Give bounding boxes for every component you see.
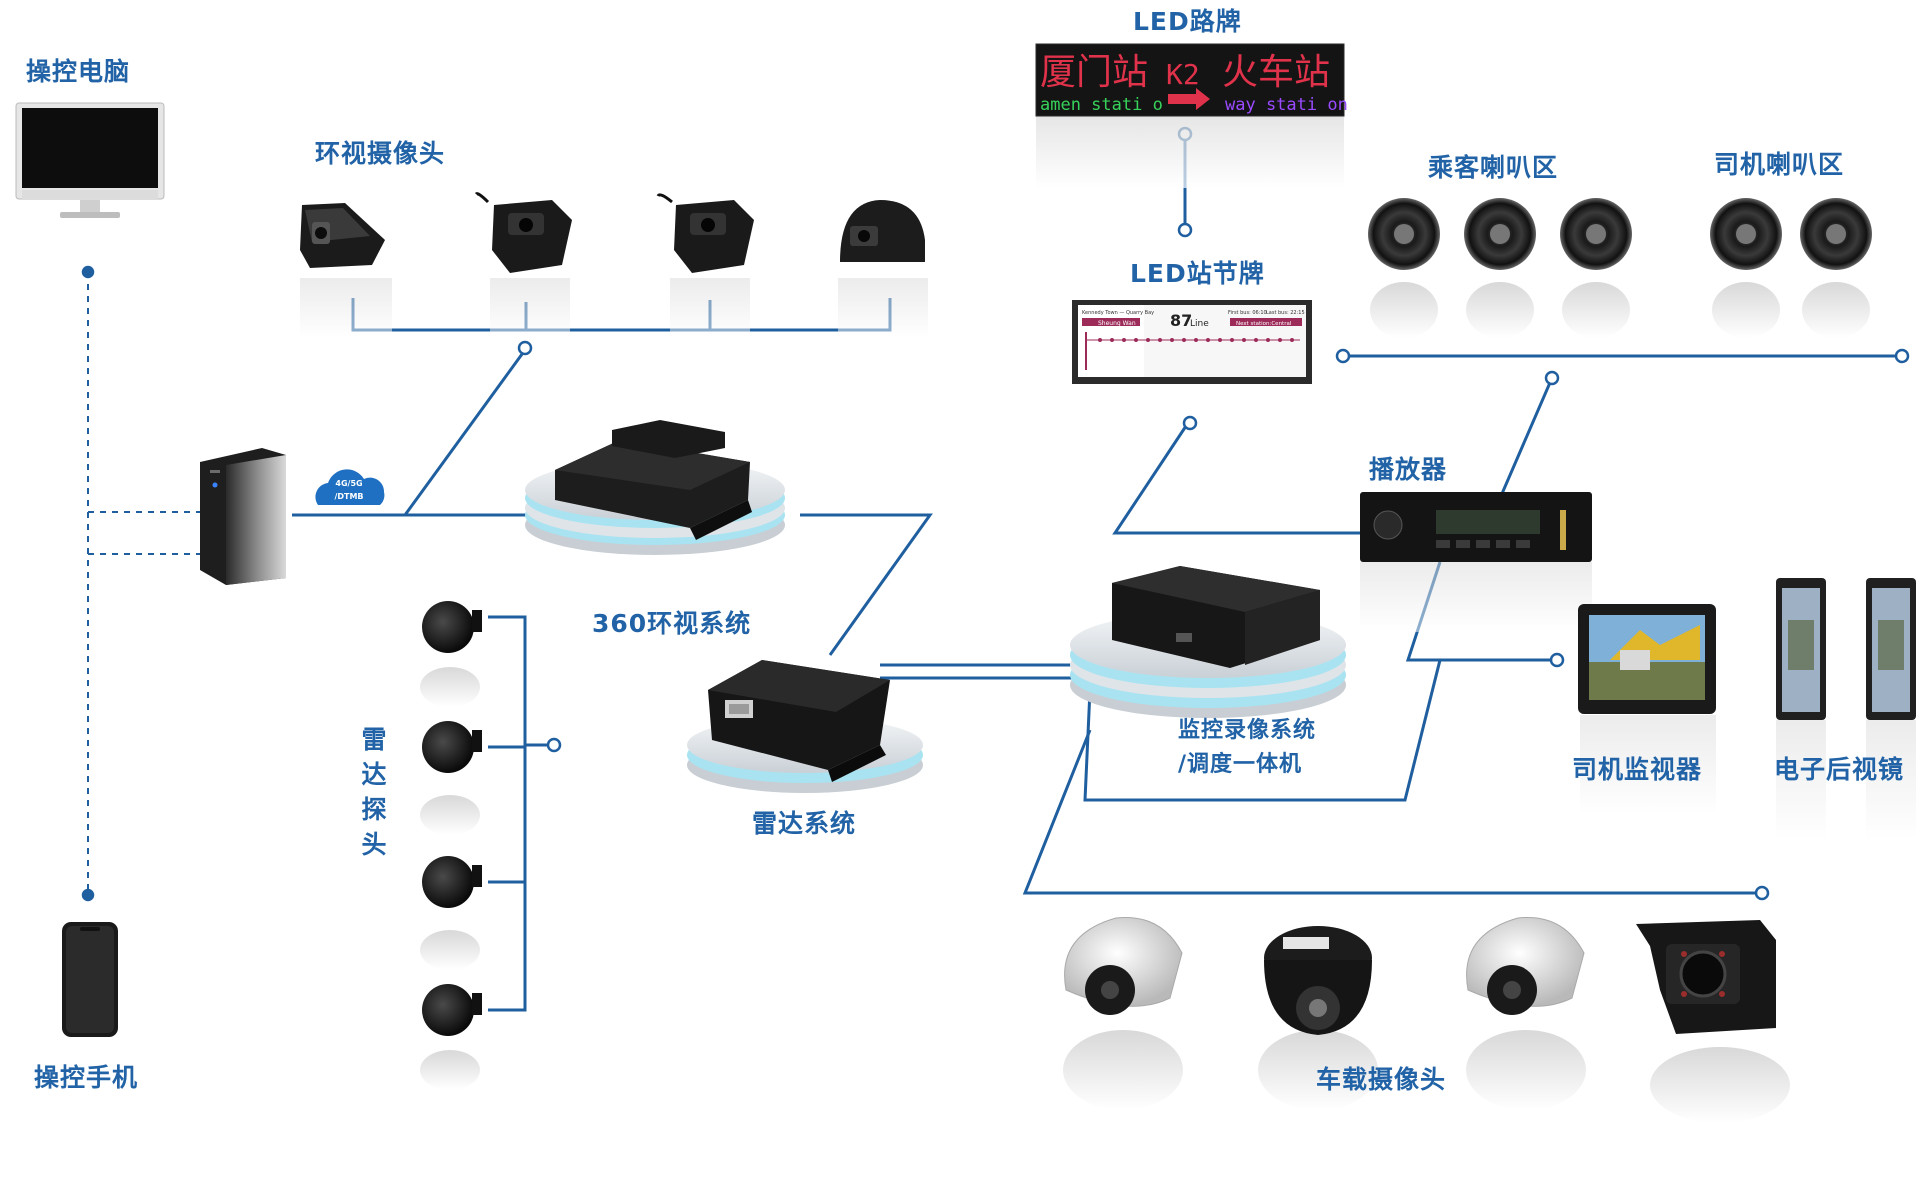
stop-sign-next: Next station:Central	[1236, 321, 1292, 327]
endpoint-dots	[81, 126, 1910, 902]
label-driver-speakers: 司机喇叭区	[1714, 150, 1845, 179]
radar-system-unit	[687, 660, 923, 793]
monitor-screen-icon	[1578, 604, 1716, 815]
mirror-icon	[1776, 578, 1826, 840]
cloud-line1: 4G/5G	[335, 479, 362, 488]
radar-sensor-icon	[420, 601, 482, 707]
media-player	[1360, 492, 1592, 632]
stop-sign-last-bus: Last bus: 22:15	[1266, 310, 1305, 316]
radar-sensors	[420, 601, 482, 1090]
label-control-pc: 操控电脑	[26, 57, 131, 86]
stop-sign-line-number: 87	[1170, 311, 1192, 330]
surround-camera-2	[474, 192, 572, 338]
vehicle-camera-bus	[1022, 729, 1760, 895]
label-passenger-speakers: 乘客喇叭区	[1428, 153, 1559, 182]
driver-speakers	[1710, 198, 1872, 338]
dvr-box-icon	[1070, 566, 1346, 718]
led-arrow-icon	[1168, 88, 1210, 110]
stop-sign-station: Sheung Wan	[1098, 320, 1136, 327]
label-radar-system: 雷达系统	[752, 809, 857, 838]
stop-sign-header: Kennedy Town — Quarry Bay	[1082, 310, 1154, 316]
camera-bus-link	[403, 349, 527, 516]
speaker-icon	[1800, 198, 1872, 338]
stop-sign-line-suffix: Line	[1190, 319, 1209, 329]
system-360-unit	[525, 420, 785, 555]
cloud-line2: /DTMB	[334, 492, 363, 501]
passenger-speakers	[1368, 198, 1632, 338]
dome-camera-icon	[1063, 916, 1183, 1110]
label-driver-monitor: 司机监视器	[1572, 755, 1703, 784]
speaker-icon	[1560, 198, 1632, 338]
label-radar-probe: 雷达探头	[361, 725, 387, 859]
led-road-sign: 厦门站 K2 火车站 amen stati o way stati on	[1035, 43, 1348, 188]
label-e-mirror: 电子后视镜	[1774, 755, 1905, 784]
speaker-icon	[1710, 198, 1782, 338]
pc-tower-icon	[200, 448, 286, 585]
led-sign-left-en: amen stati o	[1040, 95, 1163, 115]
radar-bus	[488, 615, 527, 1012]
led-sign-left: 厦门站	[1040, 52, 1148, 93]
led-sign-route: K2	[1166, 58, 1200, 91]
radar-sensor-icon	[420, 856, 482, 970]
mirror-icon	[1866, 578, 1916, 840]
phone-icon	[62, 922, 118, 1037]
cloud-icon: 4G/5G /DTMB	[315, 469, 385, 505]
label-control-phone: 操控手机	[34, 1063, 139, 1092]
label-led-road-sign: LED路牌	[1133, 7, 1242, 36]
label-dvr-line1: 监控录像系统	[1178, 718, 1317, 743]
dvr-monitor-link	[1083, 659, 1442, 802]
led-stop-sign: Kennedy Town — Quarry Bay Sheung Wan 87 …	[1072, 300, 1312, 384]
led-sign-right-en: way stati on	[1225, 95, 1348, 115]
radar-sensor-icon	[420, 984, 482, 1090]
speaker-icon	[1464, 198, 1536, 338]
surround-camera-1	[300, 203, 392, 338]
camera-bus	[351, 298, 892, 332]
dome-camera-icon	[1466, 916, 1586, 1110]
surround-camera-3	[656, 193, 754, 338]
label-player: 播放器	[1369, 455, 1448, 484]
label-led-stop-sign: LED站节牌	[1130, 259, 1265, 288]
radar-sensor-icon	[420, 721, 482, 835]
speaker-icon	[1368, 198, 1440, 338]
label-vehicle-cameras: 车载摄像头	[1316, 1065, 1447, 1094]
monitor-icon	[15, 102, 165, 218]
bullet-camera-icon	[1636, 920, 1790, 1123]
dome-camera-icon	[1258, 926, 1378, 1110]
stopsign-link	[1112, 422, 1390, 535]
label-surround-cameras: 环视摄像头	[315, 139, 446, 168]
label-system-360: 360环视系统	[592, 609, 752, 638]
surround-camera-4	[838, 200, 928, 338]
label-dvr-line2: /调度一体机	[1178, 752, 1303, 777]
stop-sign-first-bus: First bus: 06:10	[1228, 310, 1267, 316]
led-sign-right: 火车站	[1222, 52, 1330, 93]
link-360-radar	[800, 513, 933, 656]
